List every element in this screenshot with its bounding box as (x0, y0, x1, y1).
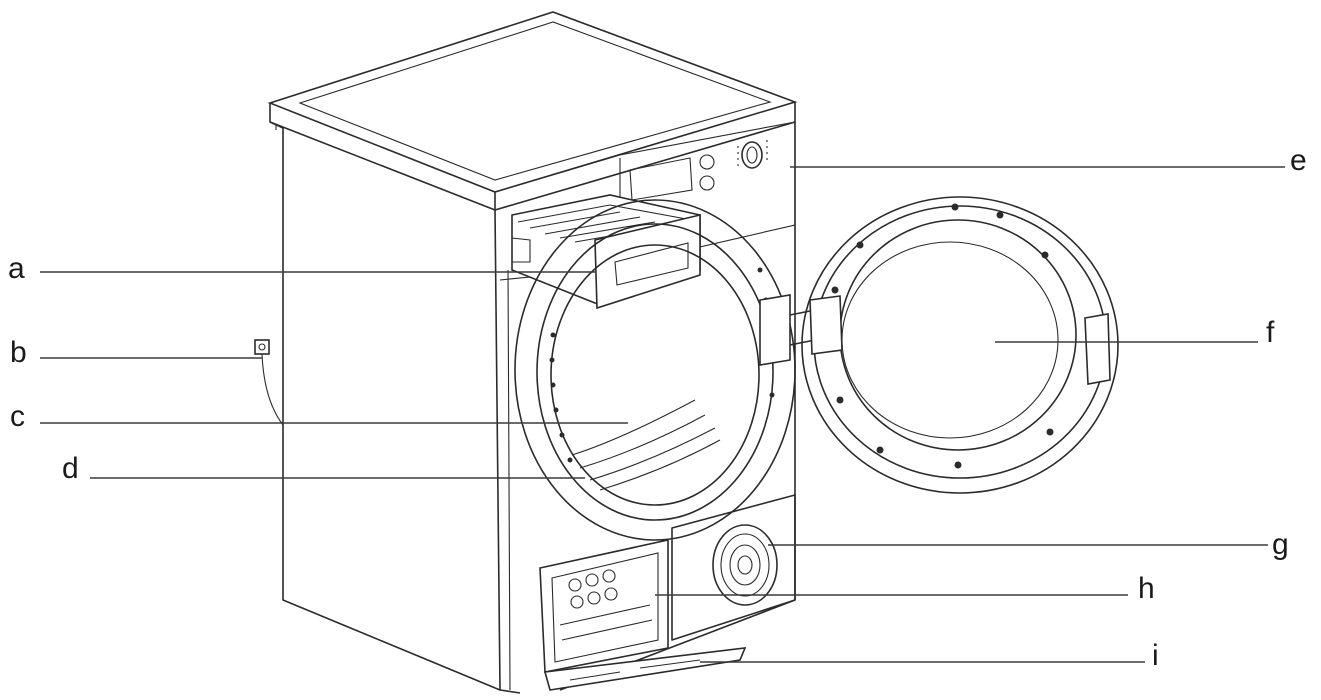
door-handle (1084, 313, 1111, 385)
cabinet-side (269, 121, 501, 691)
drum-opening (550, 244, 760, 506)
door-hinge (759, 294, 791, 366)
condenser-fins (568, 569, 618, 609)
plinth-flap (543, 647, 747, 691)
door-outer-rim (801, 196, 1119, 494)
condenser-compartment (539, 539, 669, 673)
heat-exchanger-grille-outer (712, 524, 778, 606)
heat-exchanger-panel (671, 494, 796, 641)
button-bottom (699, 175, 715, 191)
label-f: f (1266, 316, 1275, 349)
label-d: d (62, 452, 79, 485)
label-c: c (10, 400, 25, 433)
drum-paddles (571, 399, 721, 491)
label-g: g (1272, 528, 1289, 561)
button-top (699, 154, 715, 170)
door-screws (831, 203, 1054, 469)
label-e: e (1290, 144, 1307, 177)
program-knob (741, 141, 763, 169)
display-window (629, 157, 693, 201)
leader-lines (40, 166, 1285, 663)
door-seal-ring (536, 223, 774, 521)
cabinet-top (267, 11, 798, 193)
label-a: a (8, 252, 25, 285)
label-i: i (1152, 639, 1159, 672)
label-h: h (1138, 572, 1155, 605)
power-cord-holder (254, 339, 270, 355)
label-b: b (10, 336, 27, 369)
door-glass-outer (839, 219, 1077, 451)
door-opening-outer (514, 199, 796, 541)
door-glass-inner (841, 241, 1059, 439)
